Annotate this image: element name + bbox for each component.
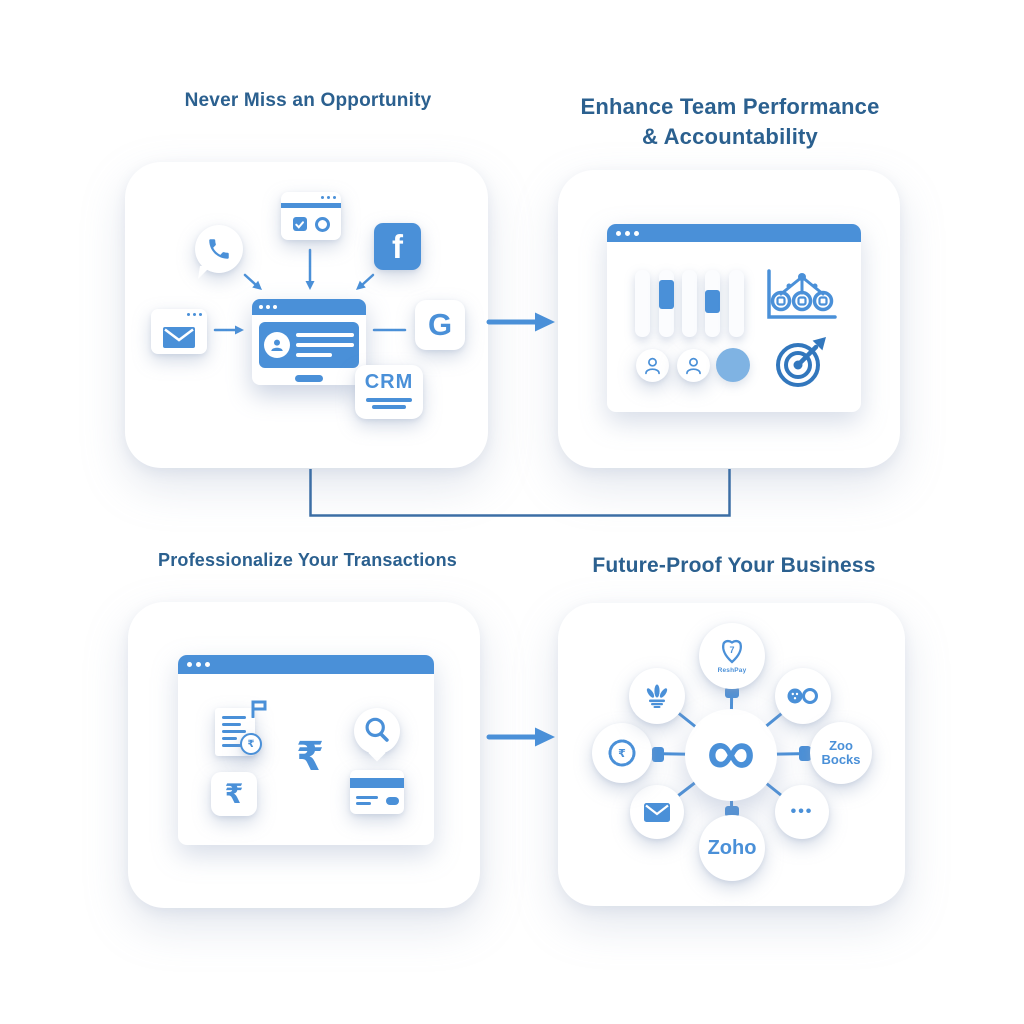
satellite-currency-seal: ₹ [592,723,652,783]
user-icon [677,349,710,382]
u-connector [309,469,731,517]
task-body [281,208,341,240]
zoho-hub: ∞ [685,709,777,801]
payment-app-label: ReshPay [717,666,747,674]
crm-label: CRM [364,371,414,393]
chart-bar-2 [659,270,674,337]
rupee-tile-icon: ₹ [211,772,257,816]
satellite-flow-app [775,668,831,724]
emblem-icon [646,684,668,708]
infinity-loop-icon [787,688,818,704]
satellite-payment-app: 7 ReshPay [699,623,765,689]
books-label-line1: Zoo [829,738,853,753]
panel-title-transactions: Professionalize Your Transactions [157,550,458,570]
magnifier-icon [365,717,389,742]
user-icon [636,349,669,382]
arrow-top-cards [486,312,555,332]
panel-title-opportunity: Never Miss an Opportunity [184,90,432,111]
window-dots [321,196,336,199]
user-dot-icon [716,348,750,382]
rupee-badge-icon: ₹ [240,733,262,755]
crm-contact-window [252,299,366,385]
window-bar [281,203,341,208]
target-goal-icon [776,337,826,387]
satellite-zoho: Zoho [699,815,765,881]
google-letter: G [427,307,453,342]
checkbox-icon [292,217,307,231]
facebook-letter: f [392,227,403,265]
envelope-icon [151,321,207,354]
facebook-icon: f [374,223,421,270]
satellite-govt-emblem [629,668,685,724]
org-chart-icon [767,269,837,319]
shield-icon: 7 [719,639,745,666]
ellipsis-icon: ••• [790,803,814,820]
credit-card-icon [350,770,404,814]
chart-bar-3 [682,270,697,337]
card-chip [386,797,399,805]
crm-badge: CRM [355,365,423,419]
satellite-more-apps: ••• [775,785,829,839]
task-window-icon [281,192,341,240]
currency-seal-icon: ₹ [606,737,638,769]
contact-card [259,322,359,368]
card-stripe [350,778,404,788]
contact-lines [296,333,354,357]
crm-underline-short [372,405,406,409]
document-sheet [215,708,255,756]
google-icon: G [415,300,465,350]
card-line-short [356,802,371,805]
window-header [607,224,861,242]
flag-icon [251,700,267,718]
satellite-zoho-books: Zoo Bocks [810,722,872,784]
window-button [295,375,323,382]
phone-icon [209,239,229,259]
email-window-icon [151,309,207,354]
panel-title-future: Future-Proof Your Business [592,554,876,577]
chart-bar-1 [635,270,650,337]
chart-bar-5 [729,270,744,337]
books-label-line2: Bocks [821,752,861,767]
card-line-long [356,796,378,799]
envelope-icon [644,802,670,822]
rupee-tile-symbol: ₹ [224,778,244,809]
panel-title-performance-line1: Enhance Team Performance [580,94,880,119]
window-header [252,299,366,315]
chart-bar-4 [705,270,720,337]
panel-title-performance-line2: & Accountability [642,124,818,149]
rupee-badge-symbol: ₹ [247,738,255,750]
invoice-document-icon: ₹ [215,700,267,760]
arrow-bottom-cards [486,727,555,747]
rupee-symbol-large: ₹ [296,735,324,779]
seal-currency-symbol: ₹ [618,747,626,760]
shield-digit: 7 [729,644,735,655]
search-bubble-icon [354,708,400,754]
crm-underline-long [366,398,412,402]
panel-title-performance: Enhance Team Performance & Accountabilit… [555,92,905,152]
infinity-logo-icon: ∞ [706,714,756,790]
avatar [264,332,290,358]
window-dots [187,313,202,316]
clock-icon [314,216,330,232]
whatsapp-icon [195,225,243,273]
zoho-label: Zoho [707,836,757,859]
window-header [178,655,434,674]
satellite-mail [630,785,684,839]
